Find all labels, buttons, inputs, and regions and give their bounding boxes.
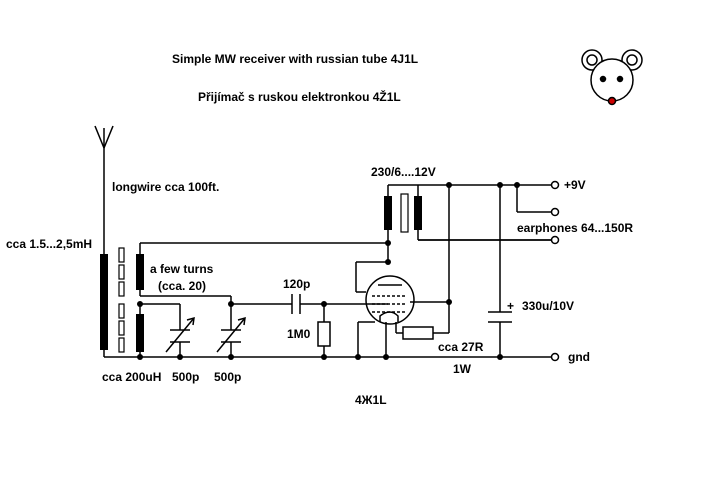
transformer-label: 230/6....12V	[371, 165, 436, 179]
electrolytic-capacitor	[488, 311, 512, 323]
cap-500-a-label: 500p	[172, 370, 199, 384]
tuning-coil	[136, 314, 144, 352]
capacitor-120p	[291, 294, 301, 314]
mouse-logo	[581, 49, 643, 106]
cap-500-b-label: 500p	[214, 370, 241, 384]
transformer-core	[400, 193, 409, 233]
variable-capacitor-2	[216, 316, 246, 353]
gnd-label: gnd	[568, 350, 590, 364]
res-27r-label: cca 27R	[438, 340, 484, 354]
electrolytic-plus-label: +	[507, 299, 514, 313]
subtitle: Přijímač s ruskou elektronkou 4Ž1L	[198, 89, 401, 104]
coil-inductance-label: cca 1.5...2,5mH	[6, 237, 92, 251]
few-turns-count-label: (cca. 20)	[158, 279, 206, 293]
electrolytic-label: 330u/10V	[522, 299, 574, 313]
transformer-coil-right	[414, 196, 422, 230]
main-coil	[100, 254, 108, 350]
resistor-27r	[402, 326, 434, 340]
res-27r-power-label: 1W	[453, 362, 472, 376]
title: Simple MW receiver with russian tube 4J1…	[172, 52, 418, 66]
tube-4j1l	[365, 275, 415, 325]
variable-capacitor-1	[165, 316, 195, 353]
antenna-label: longwire cca 100ft.	[112, 180, 219, 194]
res-1m-label: 1M0	[287, 327, 311, 341]
ferrite-core	[118, 247, 125, 353]
resistor-1m	[317, 321, 331, 347]
antenna-symbol	[94, 125, 114, 258]
terminals	[550, 180, 560, 362]
coil-200-label: cca 200uH	[102, 370, 161, 384]
plus9v-label: +9V	[564, 178, 586, 192]
earphones-label: earphones 64...150R	[517, 221, 633, 235]
cap-120-label: 120p	[283, 277, 310, 291]
feedback-coil	[136, 254, 144, 290]
junction-dots	[137, 182, 520, 360]
few-turns-label: a few turns	[150, 262, 214, 276]
transformer-coil-left	[384, 196, 392, 230]
tube-label: 4Ж1L	[355, 393, 387, 407]
